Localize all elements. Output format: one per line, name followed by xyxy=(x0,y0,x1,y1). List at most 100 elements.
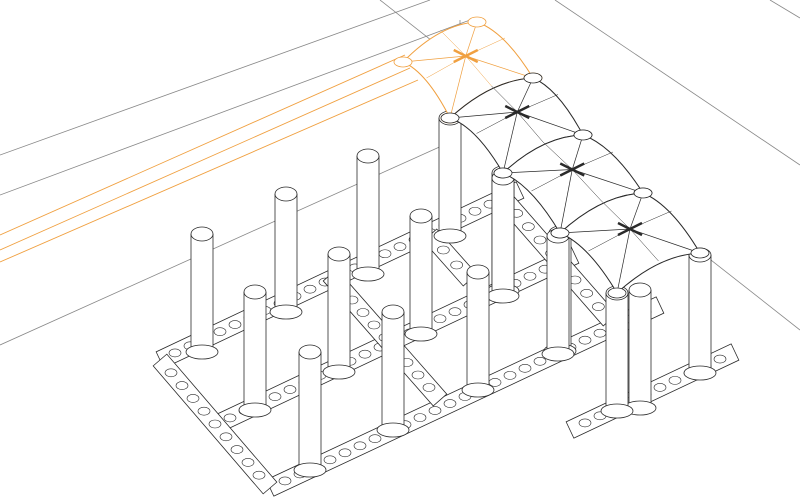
base-cell xyxy=(443,399,457,408)
base-cell xyxy=(228,320,242,329)
base-cell xyxy=(578,418,592,428)
base-cell xyxy=(668,376,682,385)
base-cell xyxy=(468,206,482,216)
base-beam xyxy=(565,343,740,439)
vault-rib xyxy=(465,55,534,79)
base-cell xyxy=(356,308,370,317)
vault-rib xyxy=(439,29,466,57)
vault-corner-cap xyxy=(607,287,627,299)
vault-rib xyxy=(517,111,584,136)
vault-rib xyxy=(502,111,518,174)
column-footing xyxy=(600,403,634,419)
base-cell xyxy=(175,381,189,390)
base-cell xyxy=(252,470,266,480)
base-cell xyxy=(523,271,537,281)
base-cell xyxy=(428,406,442,415)
base-cell xyxy=(303,284,317,294)
column-footing xyxy=(461,382,495,398)
column xyxy=(683,247,717,381)
vault-rib xyxy=(402,55,466,63)
base-cell xyxy=(522,222,535,231)
column xyxy=(185,226,219,360)
column-top xyxy=(466,264,490,280)
column-top xyxy=(274,186,298,202)
vault-rib xyxy=(629,228,701,254)
vault-rib xyxy=(571,134,584,170)
column-shaft xyxy=(689,255,711,373)
base-beam xyxy=(265,296,665,497)
base-cell xyxy=(164,368,178,378)
vault-rib xyxy=(516,77,534,113)
highlighted-rails xyxy=(0,54,419,263)
column-top xyxy=(243,284,267,300)
vault-corner-cap xyxy=(467,16,487,28)
column xyxy=(541,228,575,362)
base-cell xyxy=(393,242,407,251)
base-cell xyxy=(268,392,282,401)
column-footing xyxy=(185,344,219,360)
column-top xyxy=(381,304,405,320)
base-cell xyxy=(592,302,605,311)
column xyxy=(433,110,467,244)
column xyxy=(376,304,410,438)
column-footing xyxy=(683,365,717,381)
base-cell xyxy=(368,434,382,444)
vault-rib xyxy=(601,200,631,230)
base-cell xyxy=(422,383,436,392)
column-shaft xyxy=(547,236,569,354)
column-top xyxy=(190,226,214,242)
base-cell xyxy=(323,455,337,465)
column-footing xyxy=(404,326,438,342)
column xyxy=(486,170,520,304)
base-cell xyxy=(338,448,352,458)
base-cell xyxy=(448,307,462,316)
column-shaft xyxy=(275,194,297,312)
column-footing xyxy=(376,422,410,438)
column-footing xyxy=(238,402,272,418)
base-cell xyxy=(223,413,237,423)
base-cell xyxy=(653,383,667,392)
column-footing xyxy=(433,228,467,244)
column-footing xyxy=(293,462,327,478)
vault-corner-cap xyxy=(523,72,543,84)
vault-rib xyxy=(465,21,478,57)
base-cell xyxy=(367,320,381,330)
column-top xyxy=(327,246,351,262)
columns xyxy=(185,110,717,478)
column-shaft xyxy=(382,312,404,430)
base-cell xyxy=(230,445,244,454)
base-cell xyxy=(213,327,227,336)
column xyxy=(293,344,327,478)
base-cell xyxy=(518,364,532,373)
vault-corner-cap xyxy=(690,247,710,259)
vault-modules xyxy=(393,16,710,299)
column xyxy=(238,284,272,418)
base-cell xyxy=(578,335,592,345)
column-top xyxy=(409,208,433,224)
vault-corner-cap xyxy=(440,112,460,124)
column-shaft xyxy=(357,156,379,274)
column xyxy=(351,148,385,282)
column xyxy=(600,285,634,419)
base-cell xyxy=(358,349,372,359)
column-footing xyxy=(351,266,385,282)
column-shaft xyxy=(439,118,461,236)
column xyxy=(461,264,495,398)
vault-corner-cap xyxy=(550,227,570,239)
base-cell xyxy=(353,441,367,451)
column xyxy=(623,282,657,416)
column-footing xyxy=(269,304,303,320)
base-cell xyxy=(411,370,425,380)
vault-rib xyxy=(542,141,573,170)
column-shaft xyxy=(492,178,514,296)
column-footing xyxy=(486,288,520,304)
column-top xyxy=(356,148,380,164)
vault-rib xyxy=(559,228,631,234)
column-shaft xyxy=(244,292,266,410)
column xyxy=(404,208,438,342)
base-cell xyxy=(241,458,255,467)
base-cell xyxy=(433,314,447,324)
base-cell xyxy=(283,385,297,394)
